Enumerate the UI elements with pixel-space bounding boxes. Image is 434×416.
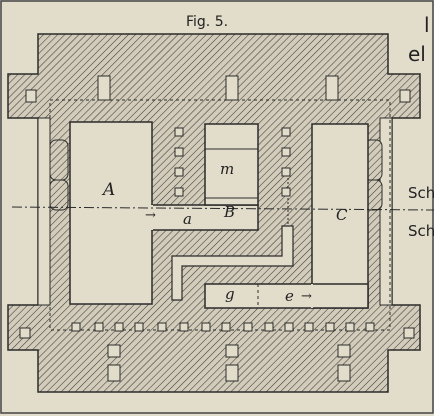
room-label-a: a [183, 210, 192, 228]
dashed-interior-outline [49, 99, 391, 331]
side-text-fragment-sch-1: Sch [408, 184, 434, 202]
top-window-3 [225, 75, 239, 101]
room-label-m: m [220, 160, 235, 178]
room-label-e: e [285, 287, 294, 305]
side-text-fragment-el: el [408, 42, 426, 66]
bottom-window-2 [107, 344, 121, 358]
side-text-fragment-sch-2: Sch [408, 222, 434, 240]
vent-column-right [281, 127, 291, 197]
section-line [11, 206, 434, 211]
flue-channel [171, 225, 294, 301]
top-window-1 [25, 89, 37, 103]
left-side-opening [37, 117, 51, 306]
vent-row-bottom [71, 322, 375, 332]
bottom-window-4 [225, 344, 239, 358]
figure-title: Fig. 5. [186, 14, 229, 30]
arrow-after-e: → [301, 289, 312, 304]
channel-g-e [204, 283, 369, 309]
bottom-window-5 [225, 364, 239, 382]
room-m [204, 123, 259, 206]
room-C [311, 123, 369, 309]
arrow-to-a: → [145, 208, 156, 223]
top-window-2 [97, 75, 111, 101]
room-A [69, 121, 153, 305]
bottom-window-7 [337, 364, 351, 382]
room-label-B: B [224, 203, 236, 221]
right-side-opening [379, 117, 393, 306]
room-label-g: g [225, 285, 235, 303]
left-pier-bottom [49, 179, 69, 211]
room-label-C: C [336, 206, 348, 224]
top-window-4 [325, 75, 339, 101]
top-window-5 [399, 89, 411, 103]
bottom-window-6 [337, 344, 351, 358]
bottom-window-3 [107, 364, 121, 382]
bottom-window-1 [19, 327, 31, 339]
side-text-fragment-l: l [424, 13, 430, 37]
left-pier-top [49, 139, 69, 181]
bottom-window-8 [403, 327, 415, 339]
vent-column-left [174, 127, 184, 197]
room-label-A: A [103, 180, 116, 200]
